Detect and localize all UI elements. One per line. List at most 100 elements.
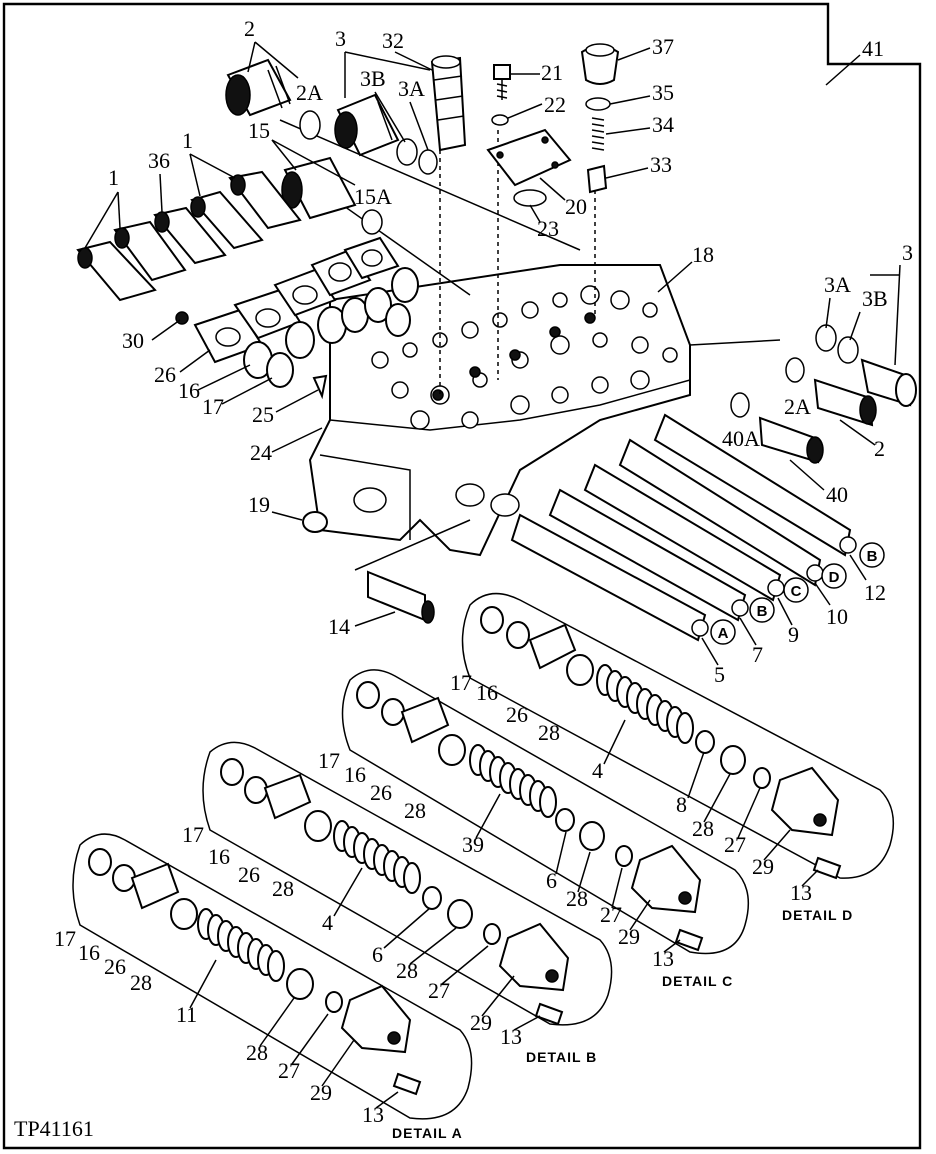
- callout-n35: 35: [652, 80, 674, 105]
- callout-spool-c: C: [791, 583, 802, 600]
- spool-label-a: A: [710, 619, 736, 645]
- callout-c-16: 16: [344, 762, 366, 787]
- callout-c-29: 29: [618, 924, 640, 949]
- callout-b-28a: 28: [272, 876, 294, 901]
- callout-a-11: 11: [176, 1002, 197, 1027]
- callout-c-17: 17: [318, 748, 340, 773]
- callout-n7: 7: [752, 642, 763, 667]
- cover-plate-20: [486, 128, 572, 187]
- figure-code: TP41161: [14, 1116, 94, 1141]
- callout-n15: 15: [248, 118, 270, 143]
- callout-n10: 10: [826, 604, 848, 629]
- callout-n15A: 15A: [354, 184, 392, 209]
- cartridges-row: [76, 170, 302, 325]
- detail-d: 17 16 26 28 4 8 28 27 29 13 DETAIL D: [450, 592, 895, 923]
- callout-n26a: 26: [154, 362, 176, 387]
- callout-n3B: 3B: [360, 66, 386, 91]
- callout-c-28a: 28: [404, 798, 426, 823]
- callout-n24: 24: [250, 440, 272, 465]
- callout-b-6: 6: [372, 942, 383, 967]
- callout-b-4: 4: [322, 910, 333, 935]
- callout-n36: 36: [148, 148, 170, 173]
- callout-n2Ab: 2A: [784, 394, 811, 419]
- diagram-frame: [2, 2, 922, 1150]
- callout-c-27: 27: [600, 902, 622, 927]
- poppet-33: [586, 164, 608, 194]
- callout-n21: 21: [541, 60, 563, 85]
- callout-n2b: 2: [874, 436, 885, 461]
- callout-n30: 30: [122, 328, 144, 353]
- callout-a-16: 16: [78, 940, 100, 965]
- callout-n1a: 1: [182, 128, 193, 153]
- callout-spool-b-low: B: [757, 603, 768, 620]
- callout-n16a: 16: [178, 378, 200, 403]
- relief-valve-3-right: [860, 358, 917, 407]
- detail-b: 17 16 26 28 4 6 28 27 29 13 DETAIL B: [182, 741, 613, 1065]
- callout-n3A: 3A: [398, 76, 425, 101]
- callout-a-29: 29: [310, 1080, 332, 1105]
- relief-valve-2-right: [813, 378, 877, 427]
- callout-n12: 12: [864, 580, 886, 605]
- callout-n18: 18: [692, 242, 714, 267]
- callout-d-29: 29: [752, 854, 774, 879]
- callout-41: 41: [862, 36, 884, 61]
- callout-a-17: 17: [54, 926, 76, 951]
- callout-c-26: 26: [370, 780, 392, 805]
- callout-b: DETAIL B: [526, 1049, 597, 1065]
- relief-valve-32: [430, 55, 467, 152]
- callout-b-17: 17: [182, 822, 204, 847]
- callout-d-28b: 28: [692, 816, 714, 841]
- callout-d-28a: 28: [538, 720, 560, 745]
- part-14: [354, 519, 471, 624]
- callout-n25: 25: [252, 402, 274, 427]
- relief-valve-40: [758, 416, 824, 464]
- spools: [510, 413, 857, 642]
- callout-a: DETAIL A: [392, 1125, 463, 1141]
- callout-b-13: 13: [500, 1024, 522, 1049]
- callout-spool-d: D: [829, 569, 840, 586]
- callout-n37: 37: [652, 34, 674, 59]
- callout-n5: 5: [714, 662, 725, 687]
- callout-a-27: 27: [278, 1058, 300, 1083]
- relief-valve-3-upper: [334, 93, 400, 157]
- callout-d-26: 26: [506, 702, 528, 727]
- callout-d-13: 13: [790, 880, 812, 905]
- callout-a-13: 13: [362, 1102, 384, 1127]
- spool-label-d: D: [821, 563, 847, 589]
- valve-body: [308, 264, 691, 557]
- callout-n3b: 3: [902, 240, 913, 265]
- spool-label-b-low: B: [749, 597, 775, 623]
- callout-n20: 20: [565, 194, 587, 219]
- plug-25: [312, 374, 328, 400]
- callout-c-28b: 28: [566, 886, 588, 911]
- spring-34: [591, 117, 605, 151]
- detail-c: 17 16 26 28 39 6 28 27 29 13 DETAIL C: [318, 669, 750, 989]
- callout-a-26: 26: [104, 954, 126, 979]
- relief-valve-15: [281, 156, 357, 220]
- callout-n3a: 3: [335, 26, 346, 51]
- callout-d-27: 27: [724, 832, 746, 857]
- callout-b-28b: 28: [396, 958, 418, 983]
- callout-n23: 23: [537, 216, 559, 241]
- callout-c-39: 39: [462, 832, 484, 857]
- callout-n22: 22: [544, 92, 566, 117]
- callout-d-17: 17: [450, 670, 472, 695]
- detail-a: 17 16 26 28 11 28 27 29 13 DETAIL A: [54, 833, 473, 1141]
- callout-d-4: 4: [592, 758, 603, 783]
- callout-a-28b: 28: [246, 1040, 268, 1065]
- callout-n3Ab: 3A: [824, 272, 851, 297]
- callout-b-16: 16: [208, 844, 230, 869]
- callout-d: DETAIL D: [782, 907, 853, 923]
- bolt-21: [493, 64, 511, 100]
- callout-n33: 33: [650, 152, 672, 177]
- spool-label-b-top: B: [859, 542, 885, 568]
- callout-c-6: 6: [546, 868, 557, 893]
- spool-label-c: C: [783, 577, 809, 603]
- callout-n2Aa: 2A: [296, 80, 323, 105]
- seals-16-17: [243, 267, 419, 388]
- callouts-top: 2 3 32 37 21 22 35 34 33 2A 3B 3A 15 15A…: [84, 16, 913, 687]
- plug-19: [302, 511, 328, 533]
- callout-n40: 40: [826, 482, 848, 507]
- callout-c: DETAIL C: [662, 973, 733, 989]
- callout-n17a: 17: [202, 394, 224, 419]
